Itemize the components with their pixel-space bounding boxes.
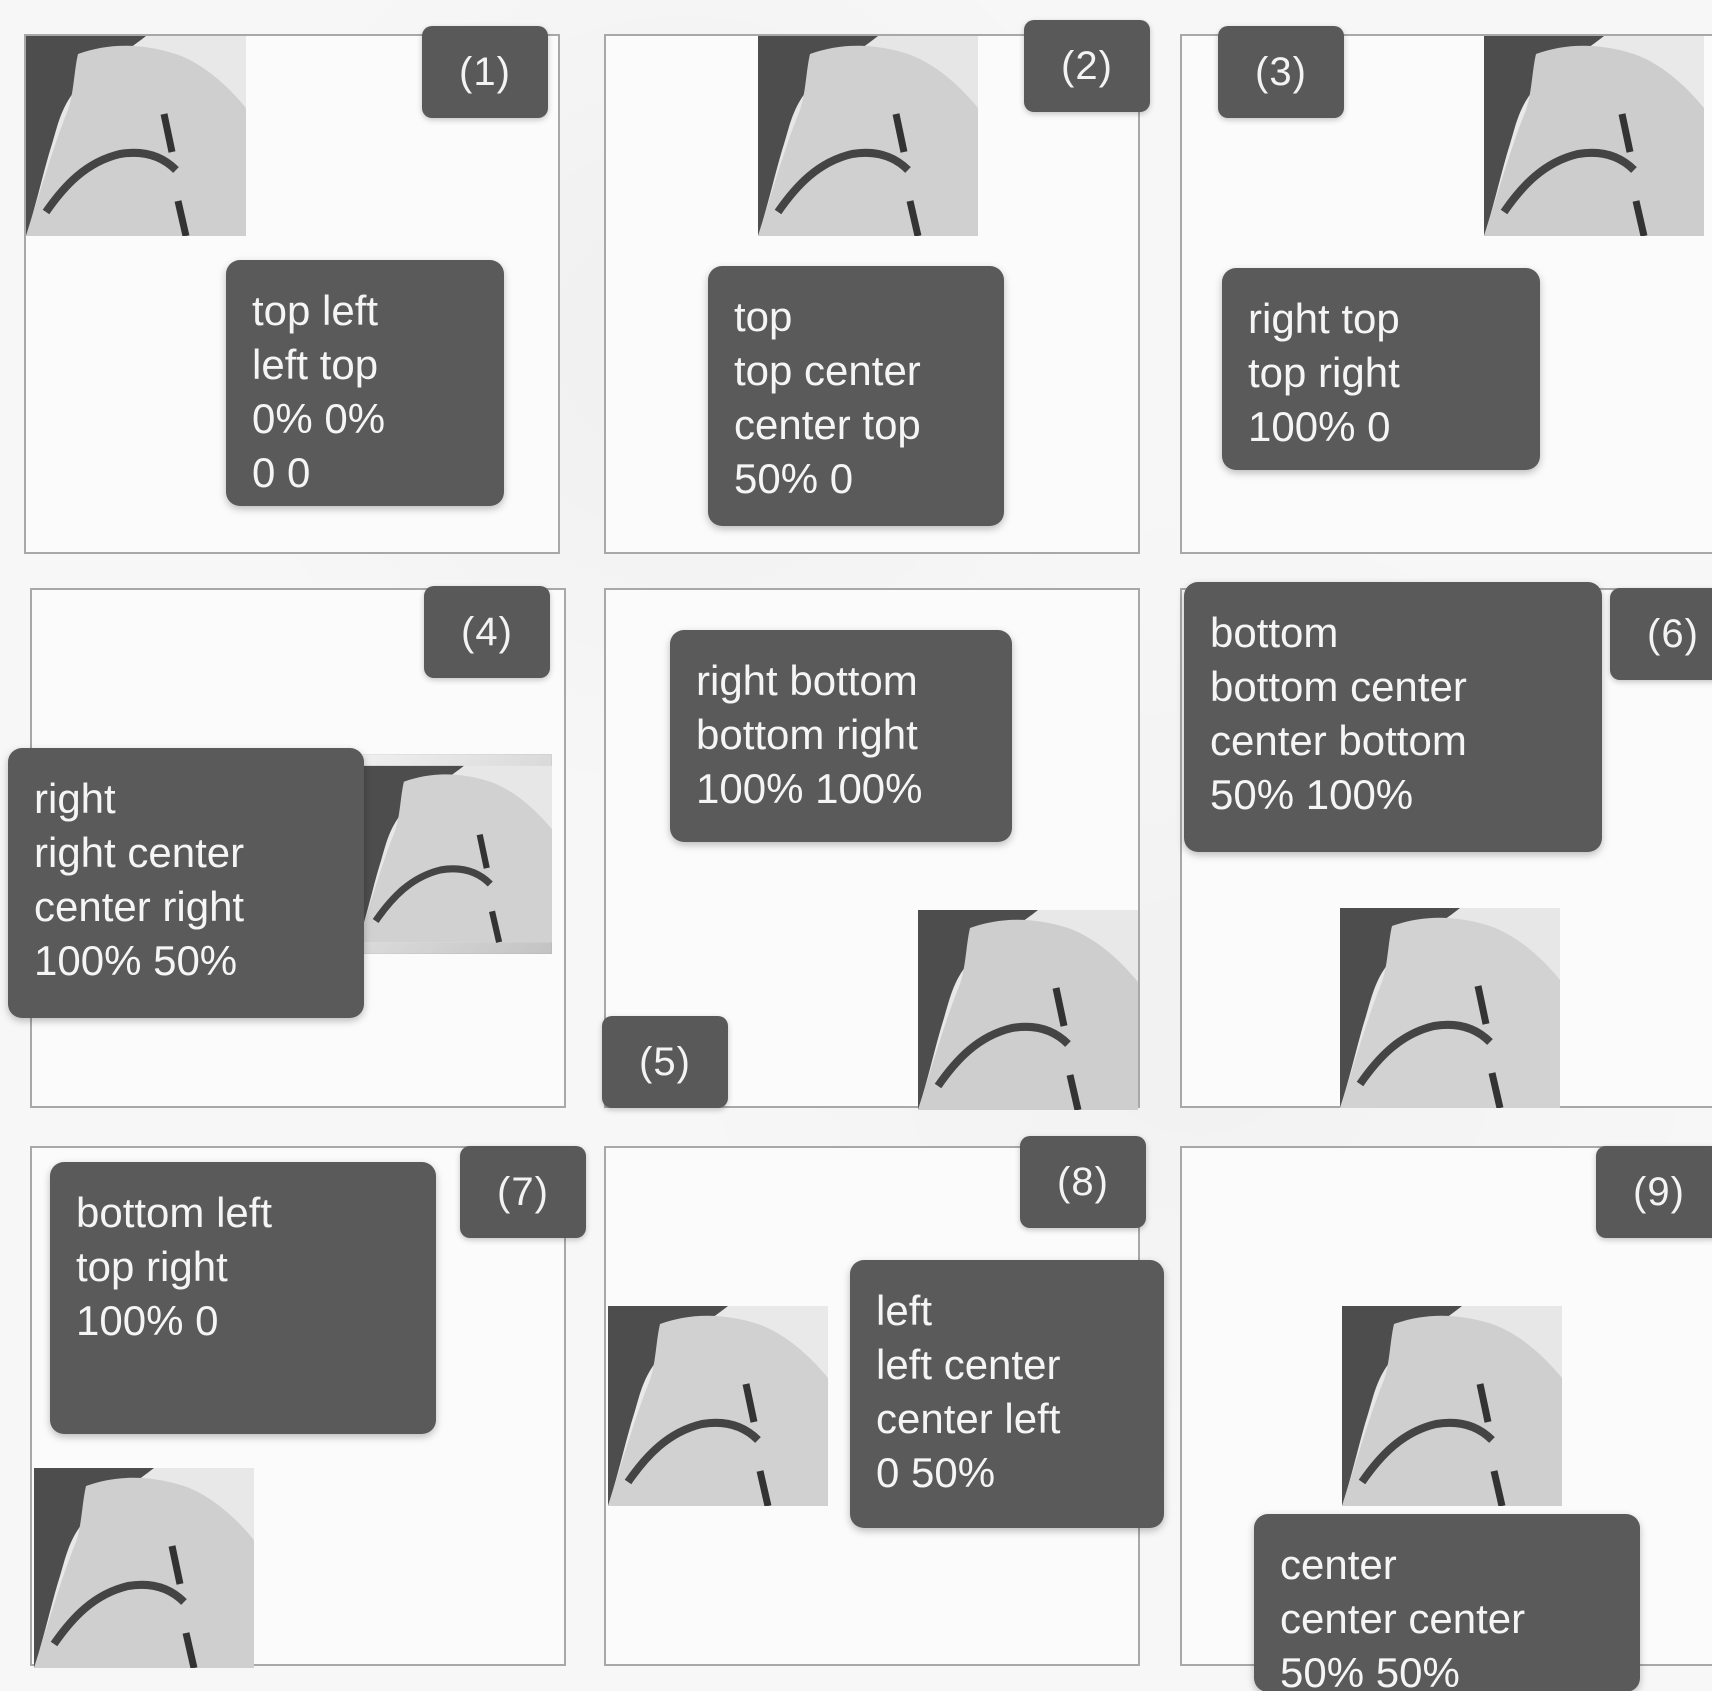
panel-3-line-1: right top [1248, 292, 1514, 346]
panel-2-number: (2) [1024, 20, 1150, 112]
panel-5-line-1: right bottom [696, 654, 986, 708]
panel-9-line-1: center [1280, 1538, 1614, 1592]
panel-1-number: (1) [422, 26, 548, 118]
panel-3-line-2: top right [1248, 346, 1514, 400]
panel-2-info-box: top top center center top 50% 0 [708, 266, 1004, 526]
panel-2-line-4: 50% 0 [734, 452, 978, 506]
panel-5-number: (5) [602, 1016, 728, 1108]
panel-1-info-box: top left left top 0% 0% 0 0 [226, 260, 504, 506]
panel-3-info-box: right top top right 100% 0 [1222, 268, 1540, 470]
face-illustration-5 [918, 910, 1138, 1110]
face-image-6 [1340, 908, 1560, 1108]
panel-8-line-3: center left [876, 1392, 1138, 1446]
panel-9-line-3: 50% 50% [1280, 1646, 1614, 1691]
panel-9-info-box: center center center 50% 50% [1254, 1514, 1640, 1691]
panel-4-line-1: right [34, 772, 338, 826]
face-illustration-3 [1484, 36, 1704, 236]
panel-3-line-3: 100% 0 [1248, 400, 1514, 454]
panel-7-info-box: bottom left top right 100% 0 [50, 1162, 436, 1434]
panel-8: (8) left left center center left 0 50% [604, 1146, 1140, 1666]
panel-3-number: (3) [1218, 26, 1344, 118]
panel-7-line-3: 100% 0 [76, 1294, 410, 1348]
panel-5-line-3: 100% 100% [696, 762, 986, 816]
face-illustration-8 [608, 1306, 828, 1506]
panel-6-number: (6) [1610, 588, 1712, 680]
panel-4-line-3: center right [34, 880, 338, 934]
panel-7-line-1: bottom left [76, 1186, 410, 1240]
panel-5-info-box: right bottom bottom right 100% 100% [670, 630, 1012, 842]
face-illustration-2 [758, 36, 978, 236]
panel-2-line-2: top center [734, 344, 978, 398]
panel-1-line-2: left top [252, 338, 478, 392]
panel-5: (5) right bottom bottom right 100% 100% [604, 588, 1140, 1108]
panel-8-line-2: left center [876, 1338, 1138, 1392]
panel-1-line-3: 0% 0% [252, 392, 478, 446]
face-image-2 [758, 36, 978, 236]
panel-9-number: (9) [1596, 1146, 1712, 1238]
panel-4-line-2: right center [34, 826, 338, 880]
panel-8-info-box: left left center center left 0 50% [850, 1260, 1164, 1528]
panel-6-line-2: bottom center [1210, 660, 1576, 714]
panel-6-line-4: 50% 100% [1210, 768, 1576, 822]
face-image-1 [26, 36, 246, 236]
panel-4-line-4: 100% 50% [34, 934, 338, 988]
face-image-9 [1342, 1306, 1562, 1506]
face-illustration-9 [1342, 1306, 1562, 1506]
face-illustration-6 [1340, 908, 1560, 1108]
panel-6: (6) bottom bottom center center bottom 5… [1180, 588, 1712, 1108]
panel-2-line-1: top [734, 290, 978, 344]
face-illustration-7 [34, 1468, 254, 1668]
panel-1-line-4: 0 0 [252, 446, 478, 500]
panel-5-line-2: bottom right [696, 708, 986, 762]
face-illustration-1 [26, 36, 246, 236]
panel-7-line-2: top right [76, 1240, 410, 1294]
face-image-8 [608, 1306, 828, 1506]
panel-4-info-box: right right center center right 100% 50% [8, 748, 364, 1018]
panel-6-line-3: center bottom [1210, 714, 1576, 768]
panel-4: (4) right right center center right 100%… [30, 588, 566, 1108]
panel-3: (3) right top top right 100% 0 [1180, 34, 1712, 554]
panel-9: (9) center center center 50% 50% [1180, 1146, 1712, 1666]
face-image-3 [1484, 36, 1704, 236]
face-image-5 [918, 910, 1138, 1110]
face-illustration-4 [358, 754, 552, 954]
panel-9-line-2: center center [1280, 1592, 1614, 1646]
panel-8-line-1: left [876, 1284, 1138, 1338]
face-image-4 [358, 754, 552, 954]
panel-2-line-3: center top [734, 398, 978, 452]
panel-1-line-1: top left [252, 284, 478, 338]
panel-2: (2) top top center center top 50% 0 [604, 34, 1140, 554]
panel-4-number: (4) [424, 586, 550, 678]
panel-6-line-1: bottom [1210, 606, 1576, 660]
panel-7-number: (7) [460, 1146, 586, 1238]
panel-1: (1) top left left top 0% 0% 0 0 [24, 34, 560, 554]
panel-8-number: (8) [1020, 1136, 1146, 1228]
panel-6-info-box: bottom bottom center center bottom 50% 1… [1184, 582, 1602, 852]
panel-8-line-4: 0 50% [876, 1446, 1138, 1500]
panel-7: (7) bottom left top right 100% 0 [30, 1146, 566, 1666]
face-image-7 [34, 1468, 254, 1668]
